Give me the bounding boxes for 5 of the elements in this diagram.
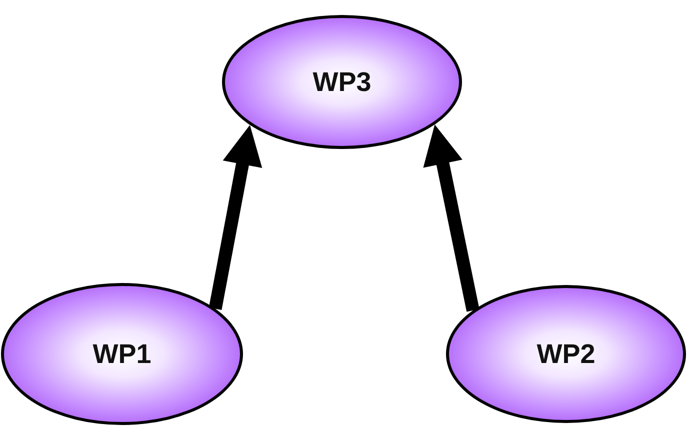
node-label: WP1 (92, 338, 152, 370)
arrow (208, 124, 262, 310)
node-label: WP3 (312, 66, 372, 98)
arrow (423, 124, 480, 312)
node-label: WP2 (536, 338, 596, 370)
